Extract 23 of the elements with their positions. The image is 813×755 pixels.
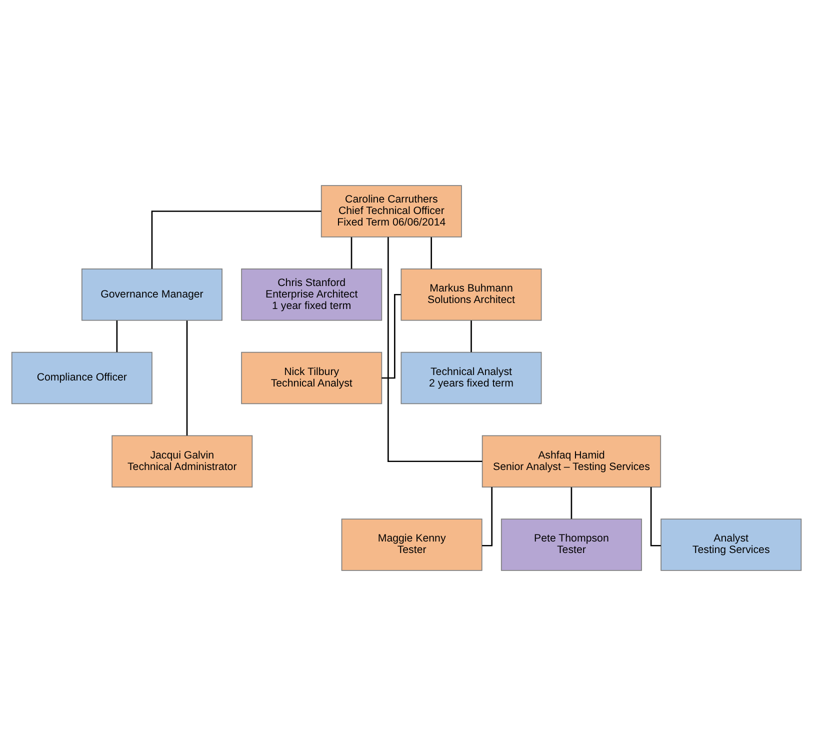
node-box: Maggie Kenny Tester xyxy=(341,518,482,570)
node-box: Ashfaq Hamid Senior Analyst – Testing Services xyxy=(482,434,662,488)
connector xyxy=(186,320,188,435)
connector xyxy=(430,236,432,268)
connector xyxy=(570,486,572,518)
node-box: Technical Analyst 2 years fixed term xyxy=(400,351,542,404)
node-box: Caroline Carruthers Chief Technical Officer Fixed Term 06/06/2014 xyxy=(320,184,462,237)
node-box: Nick Tilbury Technical Analyst xyxy=(241,351,382,404)
connector xyxy=(350,236,352,268)
connector xyxy=(650,486,661,546)
node-box: Chris Stanford Enterprise Architect 1 year fixed term xyxy=(241,268,382,320)
connector xyxy=(382,293,401,378)
connector xyxy=(482,486,493,546)
connector xyxy=(151,210,322,268)
node-box: Pete Thompson Tester xyxy=(500,518,642,570)
node-box: Compliance Officer xyxy=(11,351,152,404)
connector xyxy=(116,320,118,352)
connector xyxy=(470,320,472,352)
node-box: Jacqui Galvin Technical Administrator xyxy=(112,434,253,488)
node-box: Analyst Testing Services xyxy=(660,518,802,570)
connector xyxy=(388,236,482,462)
node-box: Markus Buhmann Solutions Architect xyxy=(400,268,542,320)
node-box: Governance Manager xyxy=(81,268,222,320)
